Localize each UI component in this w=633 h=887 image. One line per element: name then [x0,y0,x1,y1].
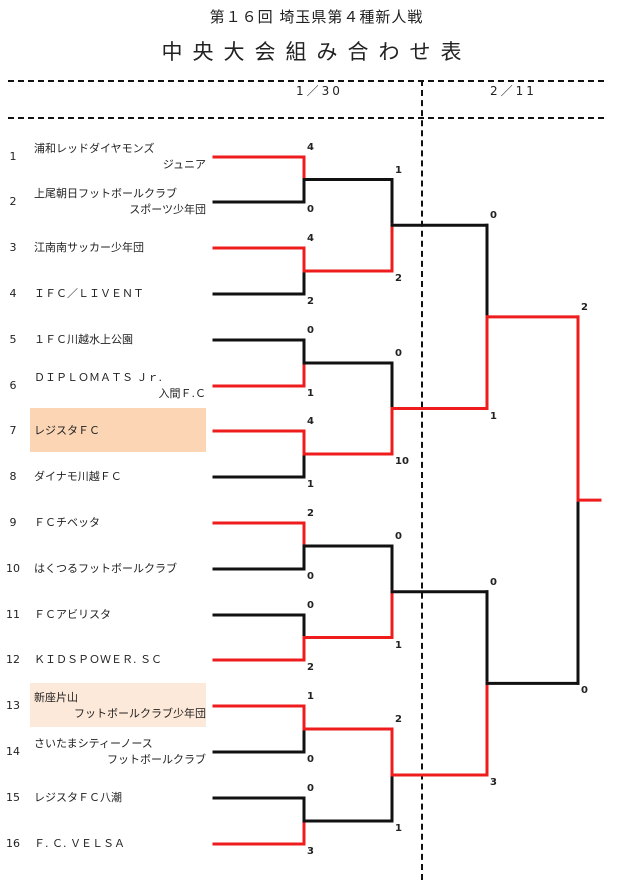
r1-m8-score-top: 0 [307,783,314,794]
team-name-line1: 浦和レッドダイヤモンズ [34,142,155,155]
team-name-line1: １ＦＣ川越水上公園 [34,333,133,346]
r2-m3-score-top: 0 [395,531,402,542]
team-seed-number: 2 [9,195,17,208]
r3-m1-score-top: 0 [490,210,497,222]
team-name-line1: ＩＦＣ／ＬＩＶＥＮＴ [34,287,144,300]
team-name-line1: ＫＩＤＳＰＯＷＥＲ. ＳＣ [34,653,162,666]
date-round2: 2／11 [490,84,537,98]
team-name-line2: フットボールクラブ [107,753,206,766]
r1-m6-score-top: 0 [307,600,314,611]
r2-m3-score-bottom: 1 [395,639,402,651]
r2-m1-score-top: 1 [395,164,402,176]
team-name: ＫＩＤＳＰＯＷＥＲ. ＳＣ [34,652,206,668]
team-name: 江南南サッカー少年団 [34,240,206,256]
r1-m4-score-top: 4 [307,416,314,427]
team-seed-number: 12 [6,653,20,666]
team-name: ダイナモ川越ＦＣ [34,469,206,485]
team-name-line1: ＦＣチベッタ [34,516,100,529]
team-name: 上尾朝日フットボールクラブスポーツ少年団 [34,186,206,218]
team-name: １ＦＣ川越水上公園 [34,332,206,348]
team-seed-number: 13 [6,699,20,712]
date-round1: 1／30 [296,84,343,98]
r1-m2-score-top: 4 [307,233,314,244]
team-name: 浦和レッドダイヤモンズジュニア [34,141,206,173]
team-name-line2: スポーツ少年団 [129,203,206,216]
team-name-line1: 江南南サッカー少年団 [34,241,144,254]
r2-m2-score-top: 0 [395,348,402,359]
r4-m1-score-top: 2 [581,301,588,313]
team-name: レジスタＦＣ八潮 [34,790,206,806]
r1-m8-score-bottom: 3 [307,846,314,857]
team-name: Ｆ. Ｃ. ＶＥＬＳＡ [34,836,206,852]
r2-m2-score-bottom: 10 [395,456,409,467]
team-name-line2: フットボールクラブ少年団 [74,707,206,720]
team-name-line2: 入間Ｆ.Ｃ [158,387,207,400]
team-seed-number: 5 [9,333,17,346]
team-name: 新座片山フットボールクラブ少年団 [34,690,206,722]
r1-m2-score-bottom: 2 [307,296,314,307]
r1-m1-score-top: 4 [307,142,314,153]
r1-m7-score-top: 1 [307,691,314,702]
team-name-line1: さいたまシティーノース [34,737,153,750]
team-seed-number: 7 [9,424,17,437]
team-seed-number: 10 [6,562,20,575]
team-name-line1: Ｆ. Ｃ. ＶＥＬＳＡ [34,837,125,850]
tournament-title: 第１６回 埼玉県第４種新人戦 [209,8,424,26]
r3-m2-score-bottom: 3 [490,777,497,788]
team-seed-number: 8 [9,470,17,483]
team-highlight [30,408,206,452]
header-rule-bottom [8,117,604,119]
team-name-line1: 上尾朝日フットボールクラブ [34,187,177,200]
team-seed-number: 14 [6,745,20,758]
r1-m1-score-bottom: 0 [307,204,314,215]
header-rule-top [8,80,604,82]
team-name-line1: 新座片山 [34,691,78,704]
team-seed-number: 6 [9,379,17,392]
team-seed-number: 9 [9,516,17,529]
r2-m4-score-bottom: 1 [395,823,402,834]
r1-m6-score-bottom: 2 [307,662,314,673]
r2-m1-score-bottom: 2 [395,273,402,284]
team-seed-number: 15 [6,791,20,804]
team-name: はくつるフットボールクラブ [34,561,206,577]
r3-m1-score-bottom: 1 [490,410,497,422]
r1-m5-score-bottom: 0 [307,571,314,582]
team-name: ＩＦＣ／ＬＩＶＥＮＴ [34,286,206,302]
r2-m4-score-top: 2 [395,714,402,725]
team-name-line1: ＦＣアビリスタ [34,608,111,621]
team-seed-number: 4 [9,287,17,300]
team-name: レジスタＦＣ [34,423,206,439]
r1-m5-score-top: 2 [307,508,314,519]
r3-m2-score-top: 0 [490,576,497,588]
r1-m3-score-top: 0 [307,325,314,336]
r1-m7-score-bottom: 0 [307,754,314,765]
r4-m1-score-bottom: 0 [581,685,588,697]
team-name-line2: ジュニア [162,158,206,171]
r1-m3-score-bottom: 1 [307,388,314,399]
team-seed-number: 16 [6,837,20,850]
team-seed-number: 3 [9,241,17,254]
date-divider [421,80,423,880]
team-name: ＦＣチベッタ [34,515,206,531]
r1-m4-score-bottom: 1 [307,479,314,490]
team-seed-number: 1 [9,150,17,163]
team-name-line1: レジスタＦＣ八潮 [34,791,122,804]
team-name: ＤＩＰＬＯＭＡＴＳ Ｊｒ. 入間Ｆ.Ｃ [34,370,206,402]
team-name: さいたまシティーノースフットボールクラブ [34,736,206,768]
team-seed-number: 11 [6,608,20,621]
team-name-line1: レジスタＦＣ [34,424,100,437]
team-name-line1: ダイナモ川越ＦＣ [34,470,122,483]
team-name-line1: はくつるフットボールクラブ [34,562,177,575]
team-highlight [30,683,206,727]
team-name: ＦＣアビリスタ [34,607,206,623]
bracket-subtitle: 中央大会組み合わせ表 [161,40,472,64]
team-name-line1: ＤＩＰＬＯＭＡＴＳ Ｊｒ. [34,371,162,384]
